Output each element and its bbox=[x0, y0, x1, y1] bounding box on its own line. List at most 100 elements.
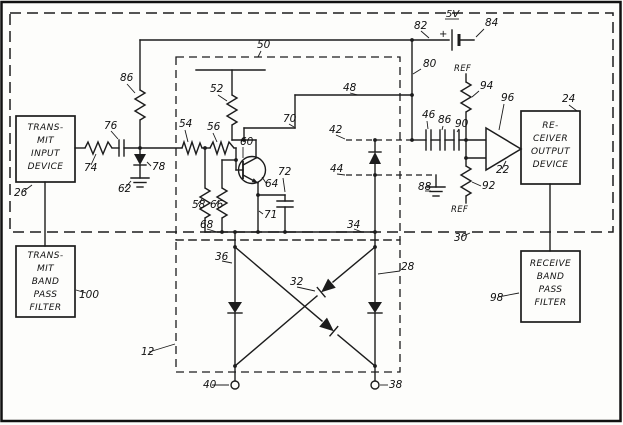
label-94: 94 bbox=[480, 80, 493, 92]
label-96: 96 bbox=[501, 92, 515, 104]
receive-band-pass-filter-box bbox=[520, 250, 581, 323]
resistor-86 bbox=[133, 89, 147, 121]
label-71: 71 bbox=[264, 209, 277, 221]
label-84: 84 bbox=[485, 17, 498, 29]
supply-voltage-label: 5V bbox=[446, 9, 460, 20]
label-98: 98 bbox=[490, 292, 504, 304]
label-62: 62 bbox=[118, 183, 132, 195]
label-76: 76 bbox=[104, 120, 118, 132]
resistor-66 bbox=[215, 187, 229, 219]
label-46: 46 bbox=[422, 109, 436, 121]
receive-bpf-line1: RECEIVE bbox=[530, 259, 571, 269]
coupling-network bbox=[346, 129, 487, 233]
label-54: 54 bbox=[179, 118, 192, 130]
receiver-output-line3: OUTPUT bbox=[531, 147, 571, 157]
label-22: 22 bbox=[496, 164, 510, 176]
bridge-dashed-box-12 bbox=[175, 239, 401, 373]
label-30: 30 bbox=[454, 232, 468, 244]
transmit-input-network bbox=[74, 39, 183, 188]
resistor-54 bbox=[181, 139, 203, 157]
label-60: 60 bbox=[240, 136, 254, 148]
label-74: 74 bbox=[84, 162, 97, 174]
receiver-output-device-box bbox=[520, 110, 581, 185]
bridge-diode-left bbox=[227, 302, 243, 314]
label-26: 26 bbox=[14, 187, 28, 199]
label-86-left: 86 bbox=[120, 72, 134, 84]
transmit-bpf-line5: FILTER bbox=[29, 303, 61, 313]
op-amp-22 bbox=[485, 126, 523, 172]
label-52: 52 bbox=[210, 83, 224, 95]
label-72: 72 bbox=[278, 166, 292, 178]
supply-rail-and-battery bbox=[139, 29, 475, 141]
device-boxes: TRANS- MIT INPUT DEVICE TRANS- MIT BAND … bbox=[15, 110, 581, 323]
transmit-bpf-line3: BAND bbox=[32, 277, 60, 287]
label-86-right: 86 bbox=[438, 114, 452, 126]
label-80: 80 bbox=[423, 58, 437, 70]
label-82: 82 bbox=[414, 20, 428, 32]
label-44: 44 bbox=[330, 163, 343, 175]
label-66: 66 bbox=[210, 199, 224, 211]
receiver-output-line1: RE- bbox=[542, 121, 558, 131]
label-68: 68 bbox=[200, 219, 214, 231]
transmit-input-line2: MIT bbox=[37, 136, 55, 146]
label-92: 92 bbox=[482, 180, 496, 192]
label-40: 40 bbox=[203, 379, 217, 391]
battery-plus-sign: + bbox=[439, 29, 447, 40]
leader-lines bbox=[23, 18, 578, 386]
receiver-output-line2: CEIVER bbox=[533, 134, 568, 144]
line-terminal-38 bbox=[370, 380, 380, 390]
label-70: 70 bbox=[283, 113, 297, 125]
resistor-94 bbox=[459, 81, 473, 113]
transmit-bpf-line4: PASS bbox=[34, 290, 58, 300]
diode-bridge bbox=[227, 231, 383, 390]
label-38: 38 bbox=[389, 379, 403, 391]
transmit-bpf-line1: TRANS- bbox=[27, 251, 63, 261]
receive-bpf-line4: FILTER bbox=[534, 298, 566, 308]
diode-78 bbox=[133, 147, 147, 179]
resistor-74 bbox=[84, 140, 113, 156]
transmit-bpf-line2: MIT bbox=[37, 264, 55, 274]
resistor-52 bbox=[225, 94, 239, 126]
label-36: 36 bbox=[215, 251, 229, 263]
comparator-section bbox=[459, 73, 523, 204]
label-58: 58 bbox=[192, 199, 206, 211]
ref-bottom-label: REF bbox=[451, 205, 468, 215]
resistor-92 bbox=[459, 165, 473, 197]
label-64: 64 bbox=[265, 178, 278, 190]
receive-bpf-line3: PASS bbox=[539, 285, 563, 295]
label-42: 42 bbox=[329, 124, 343, 136]
diode-46-area bbox=[368, 139, 382, 176]
capacitor-46 bbox=[425, 129, 432, 151]
battery-84 bbox=[451, 29, 475, 51]
label-100: 100 bbox=[79, 289, 99, 301]
bridge-diode-diagonal-b-32 bbox=[316, 278, 336, 298]
transmit-input-line4: DEVICE bbox=[28, 162, 64, 172]
label-88: 88 bbox=[418, 181, 432, 193]
receiver-output-line4: DEVICE bbox=[533, 160, 569, 170]
label-56: 56 bbox=[207, 121, 221, 133]
junction-dots bbox=[138, 38, 468, 368]
ground-62 bbox=[130, 177, 150, 188]
resistor-58 bbox=[198, 187, 212, 219]
label-24: 24 bbox=[562, 93, 575, 105]
label-32: 32 bbox=[290, 276, 304, 288]
collector-output-70-48 bbox=[243, 94, 413, 141]
amplifier-stage bbox=[181, 69, 413, 233]
ground-88 bbox=[426, 174, 446, 197]
transmit-input-line1: TRANS- bbox=[27, 123, 63, 133]
capacitor-72 bbox=[276, 194, 294, 233]
label-78: 78 bbox=[152, 161, 166, 173]
transmit-band-pass-filter-box bbox=[15, 245, 76, 318]
label-28: 28 bbox=[401, 261, 415, 273]
receive-bpf-line2: BAND bbox=[537, 272, 565, 282]
reference-labels: 82 5V + 84 86 80 REF 94 50 96 24 52 48 7… bbox=[14, 9, 575, 391]
bridge-diode-diagonal-a bbox=[319, 317, 339, 337]
label-50: 50 bbox=[257, 39, 271, 51]
line-terminal-40 bbox=[230, 380, 240, 390]
label-12: 12 bbox=[141, 346, 155, 358]
label-48: 48 bbox=[343, 82, 357, 94]
resistor-56 bbox=[209, 139, 235, 157]
capacitor-90 bbox=[453, 129, 460, 151]
